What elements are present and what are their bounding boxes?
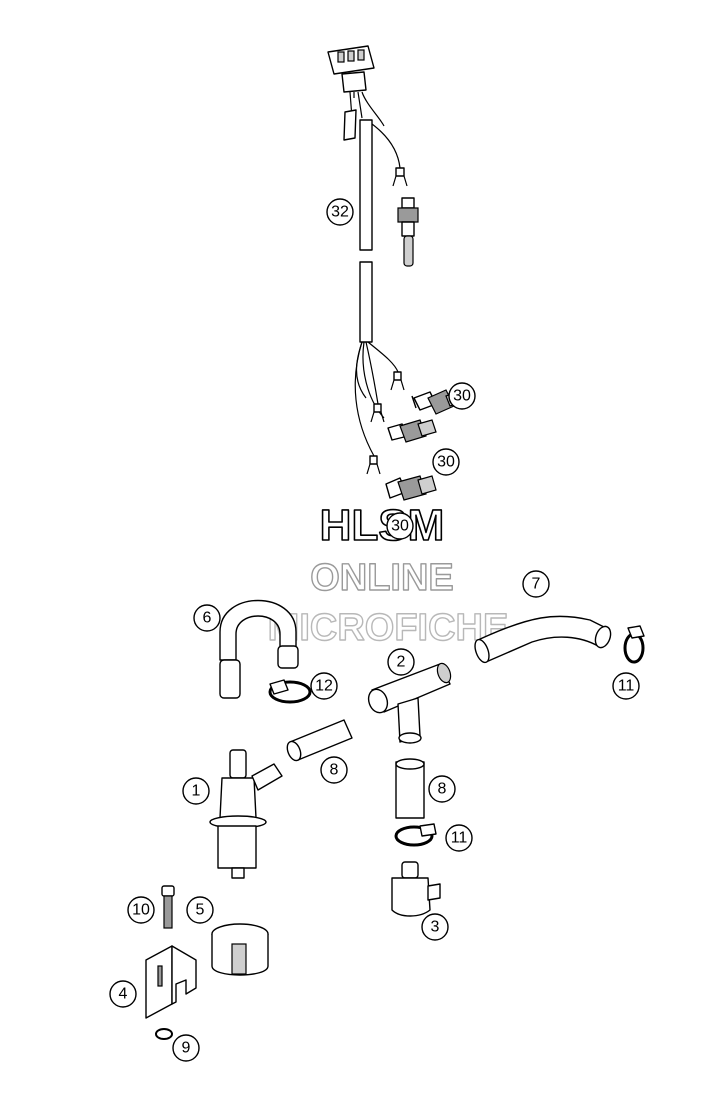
bolt: [161, 885, 175, 929]
harness-connector: [327, 45, 375, 93]
u-hose: [219, 599, 299, 699]
svg-text:9: 9: [182, 1040, 191, 1057]
bent-hose: [474, 615, 612, 664]
svg-text:8: 8: [330, 762, 339, 779]
callout: 8: [320, 756, 348, 784]
short-hose-vertical: [395, 758, 425, 819]
temperature-sender: [397, 197, 419, 267]
svg-text:32: 32: [331, 204, 349, 221]
t-fitting: [367, 662, 452, 744]
svg-text:2: 2: [397, 654, 406, 671]
svg-text:30: 30: [453, 388, 471, 405]
callout: 2: [387, 648, 415, 676]
callout: 12: [310, 672, 338, 700]
callout: 3: [421, 913, 449, 941]
svg-text:11: 11: [451, 830, 468, 847]
callout: 30: [386, 512, 414, 540]
callout: 11: [445, 824, 473, 852]
callout: 1: [182, 777, 210, 805]
svg-text:30: 30: [391, 518, 409, 535]
svg-text:30: 30: [437, 454, 455, 471]
callout: 8: [428, 775, 456, 803]
svg-text:10: 10: [132, 902, 150, 919]
svg-text:12: 12: [315, 678, 333, 695]
watermark: HLSM ONLINE MICROFICHE: [267, 500, 509, 650]
switch-middle: [387, 419, 437, 443]
watermark-line3: MICROFICHE: [268, 607, 509, 649]
fork-terminal: [366, 455, 381, 475]
washer: [155, 1028, 173, 1040]
svg-text:8: 8: [438, 781, 447, 798]
elbow-fitting: [391, 861, 441, 917]
callout: 6: [193, 604, 221, 632]
callout: 4: [109, 980, 137, 1008]
fork-terminal: [370, 403, 385, 423]
callout: 7: [522, 570, 550, 598]
svg-text:6: 6: [203, 610, 212, 627]
svg-text:7: 7: [532, 576, 541, 593]
callout: 10: [127, 896, 155, 924]
callout: 30: [432, 448, 460, 476]
watermark-line2: ONLINE: [310, 557, 454, 599]
wiring-harness: [327, 45, 408, 475]
svg-text:1: 1: [192, 783, 201, 800]
svg-text:4: 4: [119, 986, 128, 1003]
hose-clamp-11-lower: [394, 823, 437, 847]
svg-text:11: 11: [618, 678, 635, 695]
callout: 9: [172, 1034, 200, 1062]
bracket: [145, 945, 197, 1019]
short-hose-horizontal: [286, 719, 353, 762]
fork-terminal: [390, 371, 405, 391]
svg-text:3: 3: [431, 919, 440, 936]
watermark-line1: HLSM: [320, 501, 445, 550]
callout: 5: [186, 896, 214, 924]
callout: 30: [448, 382, 476, 410]
hose-clamp-11-upper: [623, 625, 645, 664]
hose-clamp-12: [268, 679, 312, 704]
valve-body: [209, 749, 283, 879]
clamp-holder: [211, 923, 269, 976]
callout: 32: [326, 198, 354, 226]
callout: 11: [612, 672, 640, 700]
switch-lower: [385, 475, 437, 501]
svg-text:5: 5: [196, 902, 205, 919]
